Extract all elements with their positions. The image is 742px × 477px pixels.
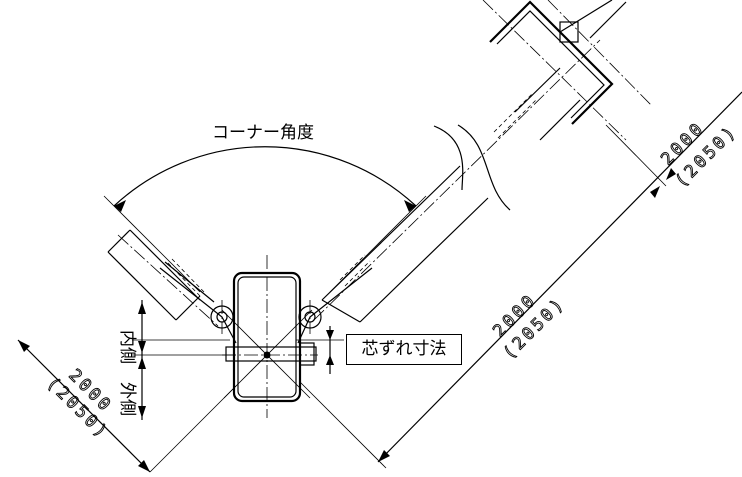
inner-side-label: 内側	[117, 330, 137, 364]
side-dimensions	[132, 300, 344, 420]
far-post	[482, 0, 653, 141]
corner-angle-dimension	[103, 146, 427, 293]
left-bracket	[159, 261, 237, 344]
center-post	[221, 255, 318, 418]
right-rail	[313, 39, 601, 323]
right-dimensions	[299, 91, 742, 469]
outer-side-label: 外側	[117, 382, 137, 416]
right-bracket	[297, 267, 373, 344]
offset-dimension-label: 芯ずれ寸法	[346, 334, 462, 365]
corner-angle-label: コーナー角度	[212, 123, 314, 143]
left-rail	[107, 229, 219, 327]
left-dimension	[17, 339, 237, 473]
